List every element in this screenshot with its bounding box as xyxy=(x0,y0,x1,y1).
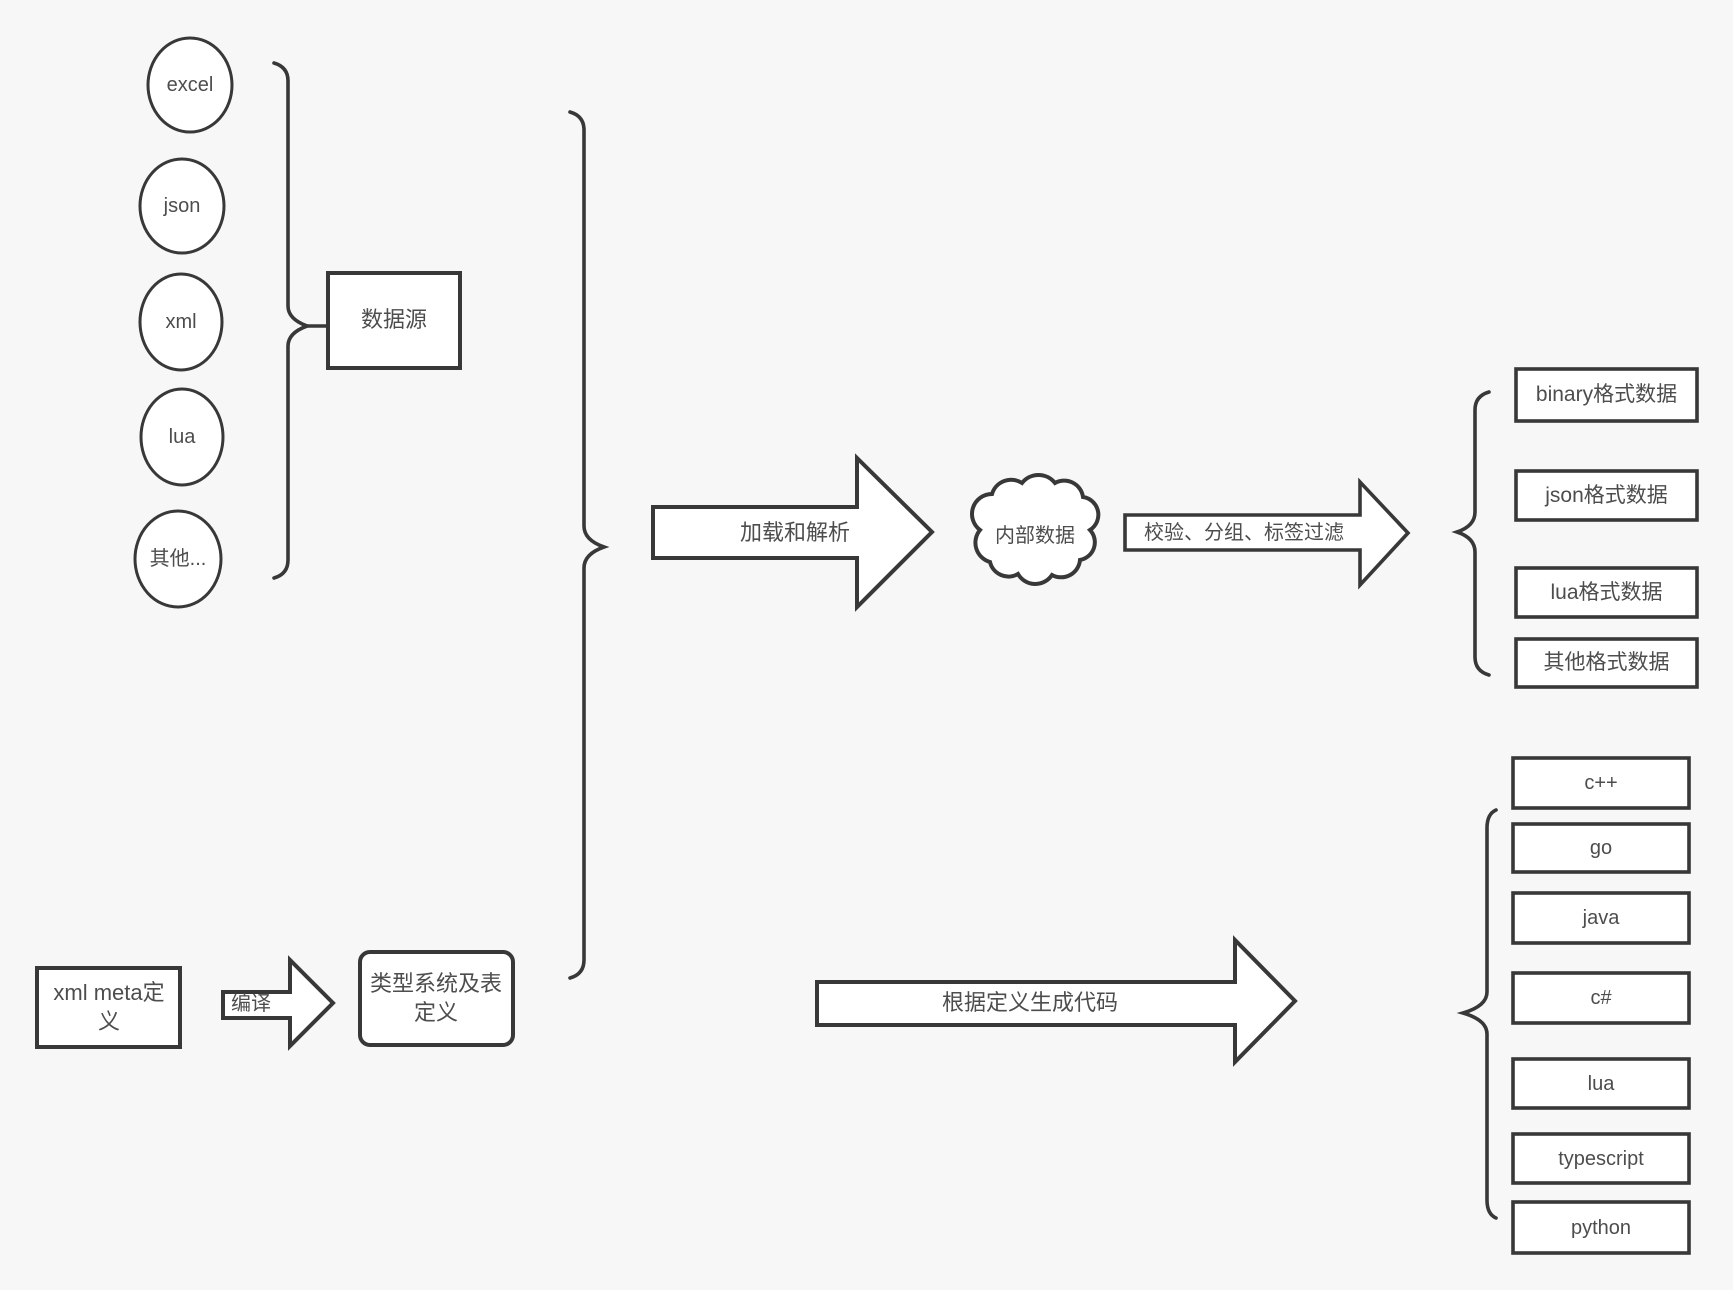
language-label-typescript: typescript xyxy=(1558,1147,1644,1170)
output-label-others: 其他格式数据 xyxy=(1543,651,1670,675)
compile-arrow-label: 编译 xyxy=(231,993,271,1015)
output-box-json xyxy=(1514,469,1699,522)
language-box-python xyxy=(1511,1200,1691,1255)
xml-meta-box xyxy=(35,966,182,1049)
language-box-csharp xyxy=(1511,971,1691,1025)
output-label-json: json格式数据 xyxy=(1545,483,1668,507)
source-ellipse-others xyxy=(133,509,223,609)
output-box-lua xyxy=(1514,566,1699,619)
source-label-excel: excel xyxy=(166,74,214,96)
language-box-java xyxy=(1511,891,1691,945)
codegen-arrow-label: 根据定义生成代码 xyxy=(941,989,1118,1015)
source-label-json: json xyxy=(163,195,201,217)
language-label-lua: lua xyxy=(1587,1072,1615,1095)
main-brace xyxy=(568,110,610,980)
xml-meta-label: xml meta定义 xyxy=(53,979,165,1034)
output-box-others xyxy=(1514,637,1699,689)
load-parse-arrow-label: 加载和解析 xyxy=(739,519,850,545)
codegen-arrow xyxy=(815,935,1298,1067)
languages-brace xyxy=(1456,808,1498,1220)
sources-brace xyxy=(272,61,313,580)
load-parse-arrow xyxy=(651,453,935,612)
source-label-others: 其他... xyxy=(149,548,207,570)
output-box-binary xyxy=(1514,367,1699,423)
datasource-box xyxy=(326,271,462,370)
source-ellipse-json xyxy=(138,157,226,255)
language-box-lua xyxy=(1511,1057,1691,1110)
language-label-csharp: c# xyxy=(1590,987,1612,1009)
filter-arrow-label: 校验、分组、标签过滤 xyxy=(1144,522,1344,544)
source-ellipse-excel xyxy=(146,36,234,134)
language-label-python: python xyxy=(1570,1216,1632,1239)
datasource-label: 数据源 xyxy=(360,307,427,333)
type-system-box xyxy=(358,950,515,1047)
internal-data-label: 内部数据 xyxy=(995,525,1075,547)
language-box-cpp xyxy=(1511,756,1691,810)
filter-arrow xyxy=(1123,477,1411,590)
internal-data-cloud xyxy=(970,472,1101,586)
source-ellipse-xml xyxy=(138,272,224,372)
source-ellipse-lua xyxy=(139,387,225,487)
language-box-go xyxy=(1511,822,1691,874)
type-system-label: 类型系统及表定义 xyxy=(369,970,502,1025)
outputs-brace xyxy=(1451,390,1491,677)
source-label-xml: xml xyxy=(165,311,197,333)
source-label-lua: lua xyxy=(168,426,196,448)
language-label-java: java xyxy=(1582,907,1620,929)
language-label-cpp: c++ xyxy=(1584,772,1618,794)
output-label-binary: binary格式数据 xyxy=(1535,383,1678,407)
language-label-go: go xyxy=(1589,837,1613,859)
compile-arrow xyxy=(221,955,336,1051)
output-label-lua: lua格式数据 xyxy=(1550,580,1663,604)
language-box-typescript xyxy=(1511,1132,1691,1185)
